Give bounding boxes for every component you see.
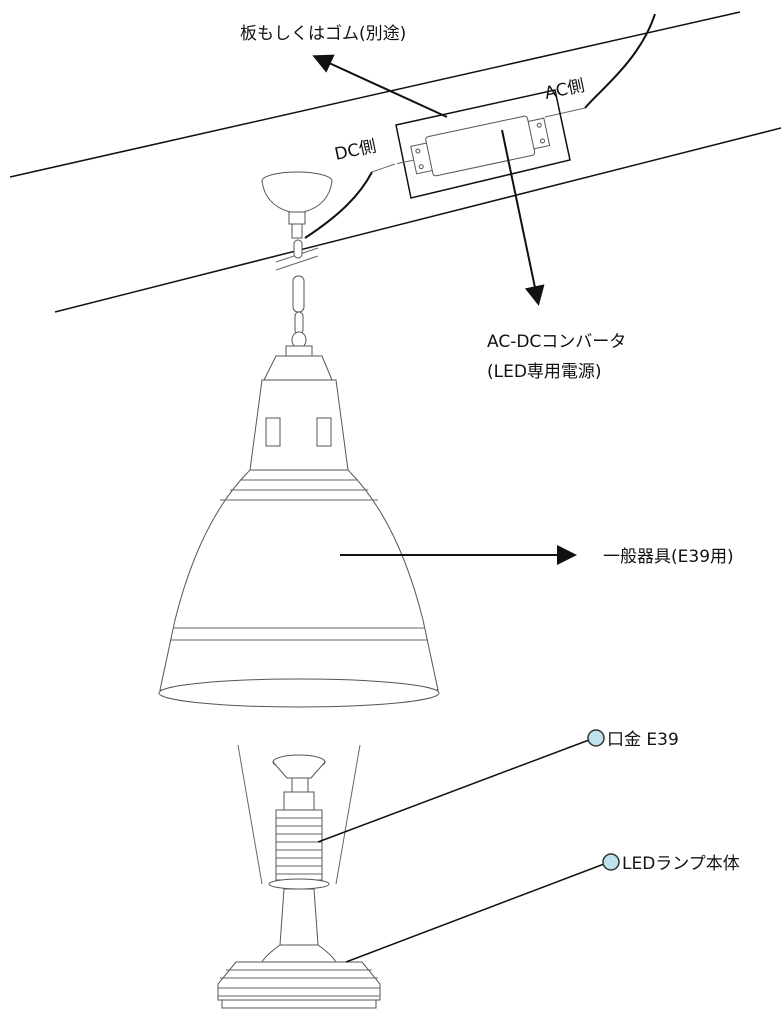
ceiling-rose — [261, 171, 333, 239]
label-converter-line2: (LED専用電源) — [487, 362, 602, 382]
rose-body — [261, 180, 333, 213]
guide-line-left — [237, 744, 263, 885]
converter-screw-1 — [415, 148, 421, 154]
ceiling-beam — [9, 11, 781, 313]
lamp-neck — [279, 888, 319, 946]
led-lamp — [217, 754, 381, 1009]
label-ac-side: AC側 — [543, 76, 586, 104]
lamp-leader-line — [345, 863, 605, 963]
rose-hook — [291, 223, 303, 239]
base-leader-line — [317, 739, 590, 843]
converter-arrow — [501, 129, 545, 306]
shade-bell — [159, 469, 439, 691]
ac-cable — [584, 13, 656, 109]
lamp-base-collar — [283, 791, 315, 811]
lamp-marker-circle — [602, 853, 620, 871]
lamp-heatsink-fins — [218, 969, 380, 997]
dc-cable-lead — [371, 163, 396, 173]
dc-cable — [304, 171, 373, 239]
chain-link-1 — [293, 239, 303, 259]
shade-vent-right — [316, 417, 332, 447]
lamp-lens — [221, 999, 377, 1009]
chain-link-2 — [292, 275, 305, 313]
shade-upper — [249, 379, 349, 471]
lamp-flange — [268, 878, 330, 890]
break-mark-2 — [275, 255, 319, 271]
label-fixture: 一般器具(E39用) — [603, 547, 734, 567]
ac-cable-lead — [544, 107, 586, 118]
rose-stem — [288, 211, 306, 225]
label-dc-side: DC側 — [333, 137, 378, 165]
shade-rim — [158, 678, 440, 708]
pendant-shade — [158, 345, 440, 708]
plate-arrow — [312, 54, 448, 118]
guide-line-right — [335, 744, 361, 885]
chain-link-3 — [294, 311, 304, 335]
mounting-plate — [395, 89, 571, 199]
hanging-chain — [291, 239, 307, 349]
converter-case — [425, 115, 536, 177]
ac-dc-converter — [396, 115, 551, 177]
label-base: 口金 E39 — [607, 730, 679, 750]
shade-cap — [285, 345, 313, 357]
label-lamp: LEDランプ本体 — [622, 854, 740, 874]
converter-dc-lead — [396, 159, 414, 165]
lamp-heatsink-upper — [275, 809, 323, 881]
base-marker-circle — [587, 729, 605, 747]
label-converter-line1: AC-DCコンバータ — [487, 332, 626, 352]
heatsink-core — [275, 809, 323, 881]
shade-vent-left — [265, 417, 281, 447]
lamp-base-stem — [291, 777, 309, 793]
shade-neck — [263, 355, 333, 381]
beam-lower-edge — [54, 127, 781, 313]
converter-screw-4 — [540, 138, 546, 144]
lamp-socket-cone — [272, 761, 326, 779]
label-plate: 板もしくはゴム(別途) — [240, 23, 406, 44]
converter-screw-3 — [536, 122, 542, 128]
plate-outline — [395, 89, 571, 199]
beam-upper-edge — [9, 11, 741, 178]
converter-screw-2 — [418, 164, 424, 170]
lamp-shoulder — [261, 944, 337, 963]
lamp-heatsink-body — [217, 961, 381, 1001]
